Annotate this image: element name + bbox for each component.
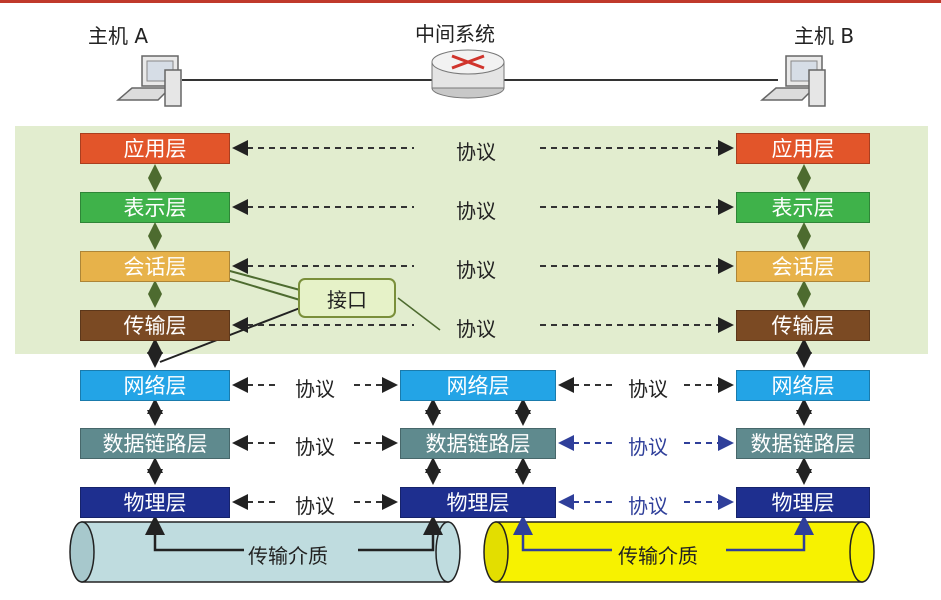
protocol-label-transport: 协议 <box>456 317 496 341</box>
medium-label-left: 传输介质 <box>248 544 328 568</box>
protocol-label-datalink-left: 协议 <box>295 435 335 459</box>
medium-label-right: 传输介质 <box>618 544 698 568</box>
middle-physical-layer: 物理层 <box>400 487 556 518</box>
host-a-presentation-layer: 表示层 <box>80 192 230 223</box>
interface-label: 接口 <box>298 278 396 318</box>
host-b-session-layer: 会话层 <box>736 251 870 282</box>
computer-b-icon <box>759 55 826 107</box>
host-b-transport-layer: 传输层 <box>736 310 870 341</box>
host-b-physical-layer: 物理层 <box>736 487 870 518</box>
top-rule <box>0 0 941 3</box>
host-a-network-layer: 网络层 <box>80 370 230 401</box>
host-a-session-layer: 会话层 <box>80 251 230 282</box>
middle-system-title: 中间系统 <box>415 22 495 46</box>
host-a-title: 主机 A <box>88 24 149 48</box>
protocol-label-network-right: 协议 <box>628 377 668 401</box>
protocol-label-datalink-right: 协议 <box>628 435 668 459</box>
middle-datalink-layer: 数据链路层 <box>400 428 556 459</box>
host-a-application-layer: 应用层 <box>80 133 230 164</box>
protocol-label-physical-right: 协议 <box>628 494 668 518</box>
host-a-datalink-layer: 数据链路层 <box>80 428 230 459</box>
protocol-label-network-left: 协议 <box>295 377 335 401</box>
protocol-label-presentation: 协议 <box>456 199 496 223</box>
middle-network-layer: 网络层 <box>400 370 556 401</box>
host-b-title: 主机 B <box>794 24 855 48</box>
protocol-label-application: 协议 <box>456 140 496 164</box>
host-a-transport-layer: 传输层 <box>80 310 230 341</box>
left-medium-cable <box>69 521 461 583</box>
host-b-presentation-layer: 表示层 <box>736 192 870 223</box>
computer-a-icon <box>115 55 182 107</box>
host-b-datalink-layer: 数据链路层 <box>736 428 870 459</box>
host-b-application-layer: 应用层 <box>736 133 870 164</box>
protocol-label-physical-left: 协议 <box>295 494 335 518</box>
protocol-label-session: 协议 <box>456 258 496 282</box>
host-b-network-layer: 网络层 <box>736 370 870 401</box>
host-a-physical-layer: 物理层 <box>80 487 230 518</box>
router-icon <box>431 49 505 99</box>
